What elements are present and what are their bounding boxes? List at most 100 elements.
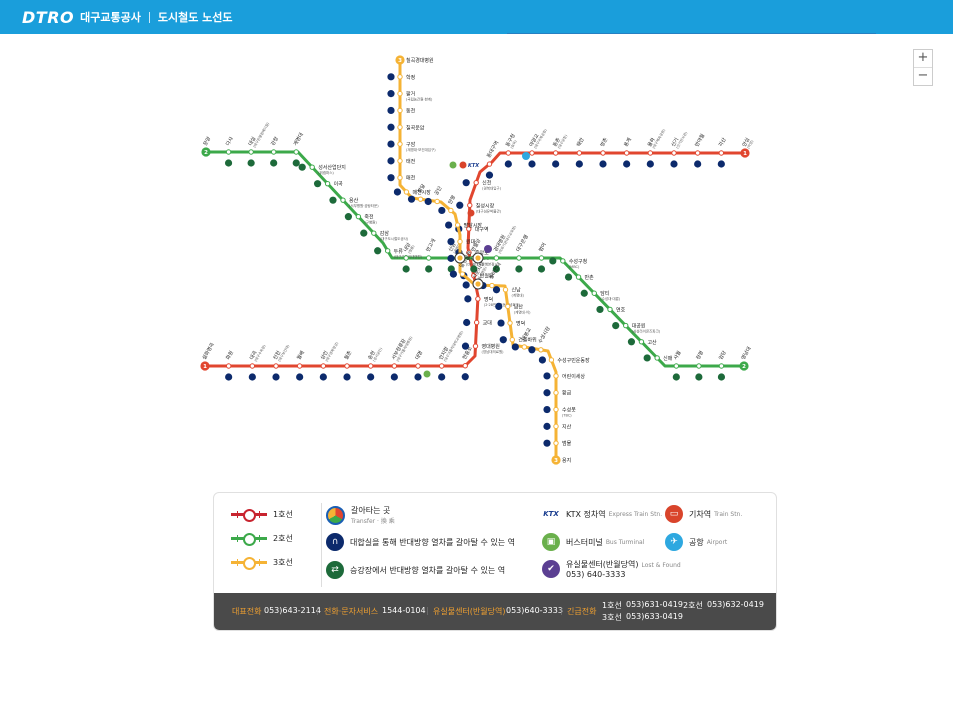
line1-station-marker[interactable] <box>600 150 606 156</box>
line3-station-marker[interactable] <box>448 207 454 214</box>
line2-station-marker[interactable] <box>673 363 680 369</box>
line1-station-marker[interactable] <box>475 296 481 302</box>
line2-station-marker[interactable] <box>575 274 582 280</box>
line2-station-marker[interactable] <box>371 230 377 236</box>
line3-station-marker[interactable] <box>553 406 559 413</box>
line3-station-marker[interactable] <box>434 198 440 205</box>
line2-station-marker[interactable] <box>225 149 232 155</box>
line2-station-marker[interactable] <box>718 363 725 369</box>
line2-station-marker[interactable] <box>696 363 702 369</box>
line2-station-marker[interactable] <box>324 180 331 187</box>
line1-station-marker[interactable] <box>718 150 725 156</box>
line3-station-marker[interactable] <box>459 271 466 277</box>
line1-station-marker[interactable] <box>438 363 445 369</box>
line2-station-marker[interactable] <box>516 255 522 261</box>
line3-station-marker[interactable] <box>397 158 403 164</box>
sms-phone[interactable]: 1544-0104 <box>382 606 426 615</box>
line3-station-marker[interactable] <box>553 373 559 379</box>
line1-station-marker[interactable] <box>296 363 303 369</box>
line3-station-marker[interactable] <box>454 222 461 228</box>
main-phone[interactable]: 053)643-2114 <box>264 606 321 615</box>
line2-station-marker[interactable] <box>425 255 432 261</box>
line3-station-marker[interactable] <box>553 423 559 430</box>
line2-station-name: 신매 <box>663 355 673 362</box>
line2-station-marker[interactable] <box>248 149 254 155</box>
line2-station-marker[interactable] <box>607 306 613 313</box>
line2-station-marker[interactable] <box>623 322 629 329</box>
line1-station-marker[interactable] <box>415 363 421 369</box>
line2-station-sub: (대구도시철도공사) <box>380 236 409 241</box>
zoom-out-button[interactable]: − <box>914 67 932 85</box>
line3-station-name: 명덕 <box>516 320 525 327</box>
line3-station-marker[interactable] <box>397 141 403 147</box>
line3-station-marker[interactable] <box>505 303 511 310</box>
line3-station-marker[interactable] <box>397 107 403 114</box>
emergency-line1-phone[interactable]: 053)631-0419 <box>626 600 683 609</box>
line3-station-marker[interactable] <box>489 282 495 289</box>
line3-station-marker[interactable] <box>521 344 528 350</box>
line2-station-marker[interactable] <box>591 290 597 296</box>
line1-station-marker[interactable] <box>576 150 583 156</box>
line3-station-marker[interactable] <box>403 189 410 195</box>
line2-station-marker[interactable] <box>638 339 645 345</box>
line1-station-marker[interactable] <box>505 150 512 156</box>
line2-station-marker[interactable] <box>560 258 566 264</box>
line1-station-marker[interactable] <box>467 202 473 208</box>
line1-station-marker[interactable] <box>472 343 479 349</box>
line1-station-marker[interactable] <box>694 150 701 156</box>
emergency-line3-phone[interactable]: 053)633-0419 <box>626 612 683 621</box>
legend-line3-label: 3호선 <box>273 558 293 567</box>
zoom-in-button[interactable]: + <box>917 50 929 65</box>
line3-station-marker[interactable] <box>417 196 424 202</box>
line2-station-marker[interactable] <box>493 255 500 261</box>
line1-station-marker[interactable] <box>471 272 477 279</box>
line2-station-marker[interactable] <box>340 197 346 203</box>
line1-station-marker[interactable] <box>466 249 472 256</box>
line1-station-marker[interactable] <box>344 363 350 369</box>
line3-station-marker[interactable] <box>553 390 559 396</box>
emergency-line2-phone[interactable]: 053)632-0419 <box>707 600 764 609</box>
line2-station-marker[interactable] <box>654 355 660 361</box>
line3-station-marker[interactable] <box>397 74 403 80</box>
line1-station-marker[interactable] <box>391 363 398 369</box>
line3-station-marker[interactable] <box>397 174 403 181</box>
line3-station-marker[interactable] <box>507 320 513 326</box>
line3-station-marker[interactable] <box>548 357 555 363</box>
line1-station-marker[interactable] <box>367 363 374 369</box>
logo-org: 대구교통공사 <box>80 11 141 24</box>
line1-station-marker[interactable] <box>466 226 472 232</box>
line1-station-marker[interactable] <box>671 150 677 156</box>
line1-station-marker[interactable] <box>647 150 654 156</box>
line1-station-marker[interactable] <box>486 161 493 167</box>
line1-station-name: 용계 <box>622 136 633 148</box>
line2-station-marker[interactable] <box>384 248 391 254</box>
line2-station-marker[interactable] <box>355 213 362 220</box>
logo[interactable]: DTRO 대구교통공사 도시철도 노선도 <box>22 8 233 27</box>
line3-station-marker[interactable] <box>397 90 403 97</box>
line1-station-marker[interactable] <box>320 363 327 369</box>
line2-station-marker[interactable] <box>293 149 299 155</box>
line3-station-marker[interactable] <box>553 440 559 446</box>
line1-station-marker[interactable] <box>273 363 279 369</box>
line2-station-marker[interactable] <box>270 149 277 155</box>
line3-station-marker[interactable] <box>457 238 463 245</box>
line2-station-marker[interactable] <box>403 255 409 261</box>
line2-station-marker[interactable] <box>538 255 545 261</box>
line3-station-marker[interactable] <box>538 347 544 353</box>
line1-station-marker[interactable] <box>225 363 232 369</box>
line1-station-marker[interactable] <box>529 150 535 156</box>
line3-station-marker[interactable] <box>397 124 403 130</box>
line3-station-marker[interactable] <box>502 287 509 293</box>
legend-divider <box>321 503 322 587</box>
line3-station-marker[interactable] <box>509 337 515 343</box>
line2-station-marker[interactable] <box>309 164 315 170</box>
lost-center-phone[interactable]: 053)640-3333 <box>506 606 563 615</box>
line1-station-marker[interactable] <box>473 319 480 326</box>
line1-station-marker[interactable] <box>623 150 630 156</box>
line1-station-marker[interactable] <box>552 150 559 156</box>
line1-station-marker[interactable] <box>473 179 479 186</box>
line1-station-marker[interactable] <box>249 363 256 369</box>
line1-station-marker[interactable] <box>462 363 468 369</box>
